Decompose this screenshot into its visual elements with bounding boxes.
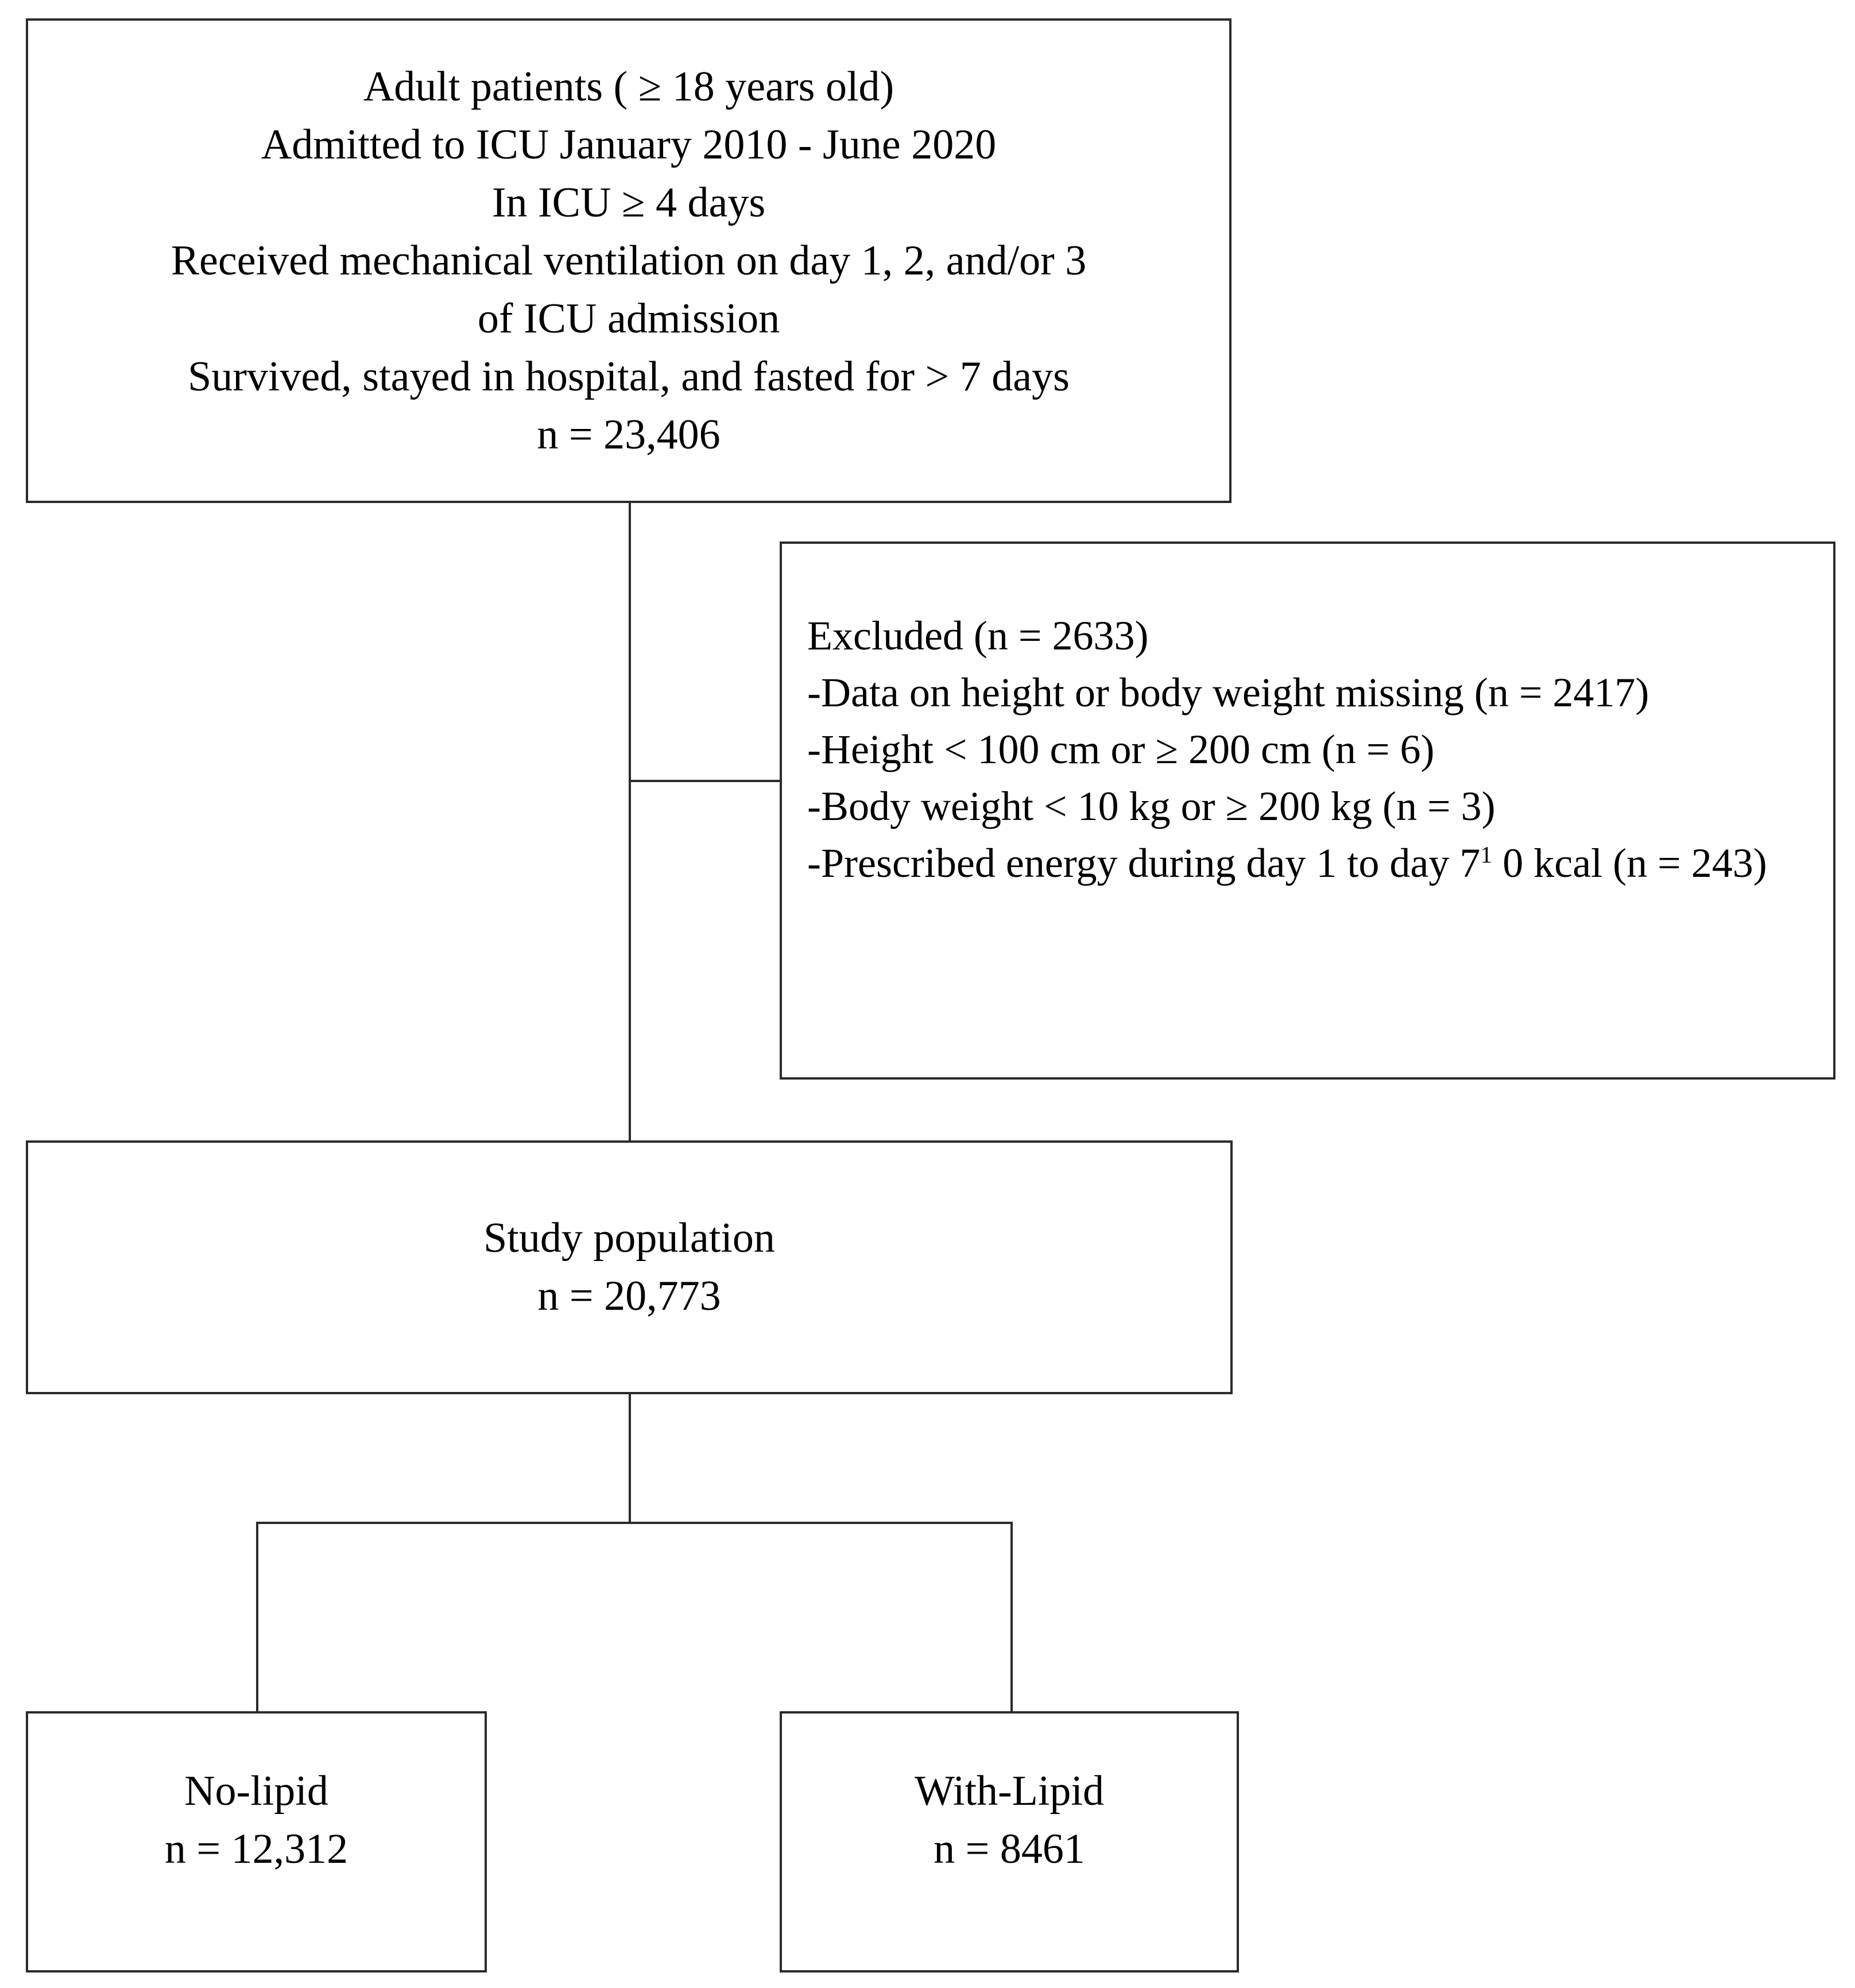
main-vertical-connector-middle — [629, 780, 631, 1142]
footnote-marker: 1 — [1480, 842, 1493, 868]
eligibility-line-4: Received mechanical ventilation on day 1… — [171, 237, 1087, 284]
study-population-box: Study population n = 20,773 — [26, 1140, 1233, 1394]
eligibility-count: n = 23,406 — [537, 411, 721, 458]
excluded-reason-4-before: -Prescribed energy during day 1 to day 7 — [807, 840, 1481, 886]
eligibility-criteria-box: Adult patients ( ≥ 18 years old) Admitte… — [26, 18, 1231, 503]
excluded-reason-2: -Height < 100 cm or ≥ 200 cm (n = 6) — [807, 726, 1435, 772]
no-lipid-arm-box: No-lipid n = 12,312 — [26, 1711, 487, 1972]
excluded-text-stack: Excluded (n = 2633) -Data on height or b… — [807, 608, 1767, 1014]
excluded-reason-4: -Prescribed energy during day 1 to day 7… — [807, 835, 1767, 892]
study-population-label: Study population — [483, 1215, 775, 1262]
eligibility-line-5: of ICU admission — [477, 295, 780, 342]
eligibility-line-3: In ICU ≥ 4 days — [491, 179, 766, 226]
excluded-reason-4-after: 0 kcal (n = 243) — [1492, 840, 1767, 886]
eligibility-line-2: Admitted to ICU January 2010 - June 2020 — [261, 121, 997, 168]
eligibility-line-1: Adult patients ( ≥ 18 years old) — [363, 63, 894, 110]
with-lipid-arm-box: With-Lipid n = 8461 — [780, 1711, 1239, 1972]
branch-connector-no-lipid — [256, 1522, 258, 1714]
excluded-box: Excluded (n = 2633) -Data on height or b… — [780, 542, 1835, 1080]
main-vertical-connector-lower — [629, 1393, 631, 1524]
no-lipid-count: n = 12,312 — [164, 1825, 348, 1873]
no-lipid-inner: No-lipid n = 12,312 — [165, 1762, 348, 1878]
study-population-count: n = 20,773 — [537, 1273, 721, 1320]
excluded-reason-1: -Data on height or body weight missing (… — [807, 670, 1649, 715]
main-vertical-connector-upper — [629, 502, 631, 782]
with-lipid-count: n = 8461 — [934, 1825, 1085, 1873]
with-lipid-label: With-Lipid — [915, 1767, 1104, 1815]
excluded-reason-3: -Body weight < 10 kg or ≥ 200 kg (n = 3) — [807, 783, 1496, 829]
with-lipid-inner: With-Lipid n = 8461 — [915, 1762, 1104, 1878]
branch-connector-with-lipid — [1010, 1522, 1013, 1714]
eligibility-line-6: Survived, stayed in hospital, and fasted… — [188, 353, 1070, 400]
exclusion-branch-connector — [629, 780, 782, 782]
no-lipid-label: No-lipid — [184, 1767, 328, 1815]
excluded-heading: Excluded (n = 2633) — [807, 613, 1149, 659]
two-arm-branch-bar — [256, 1522, 1013, 1524]
